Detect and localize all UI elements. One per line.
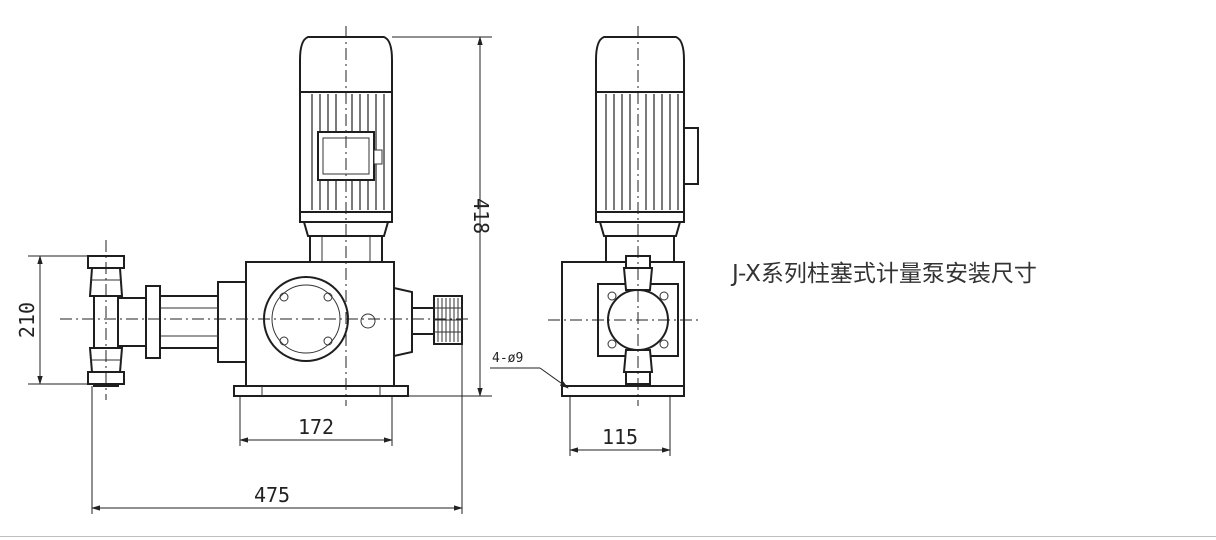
bottom-divider [0,536,1216,537]
front-view: 418 210 172 475 [15,26,493,514]
side-view: 4-ø9 115 [490,26,700,456]
dim-height-label: 418 [469,198,493,234]
dim-overall-label: 475 [254,483,290,507]
dim-mounting-holes-label: 4-ø9 [492,351,523,366]
dim-height-418: 418 [392,36,493,397]
stroke-adjust-knob [393,286,463,358]
dim-side-label: 115 [602,425,638,449]
side-motor-fins [605,94,679,210]
dim-side-115: 115 [569,396,671,456]
side-body [561,261,685,397]
front-liquid-end [87,255,247,387]
dim-mounting-holes: 4-ø9 [490,351,569,389]
side-motor [595,36,699,263]
dim-spacing-label: 210 [15,302,39,338]
dim-spacing-210: 210 [15,255,94,385]
dim-overall-475: 475 [91,344,463,514]
drawing-caption: J-X系列柱塞式计量泵安装尺寸 [732,261,1037,287]
dim-base-172: 172 [239,396,393,446]
dim-base-label: 172 [298,415,334,439]
front-gearbox [233,261,409,397]
